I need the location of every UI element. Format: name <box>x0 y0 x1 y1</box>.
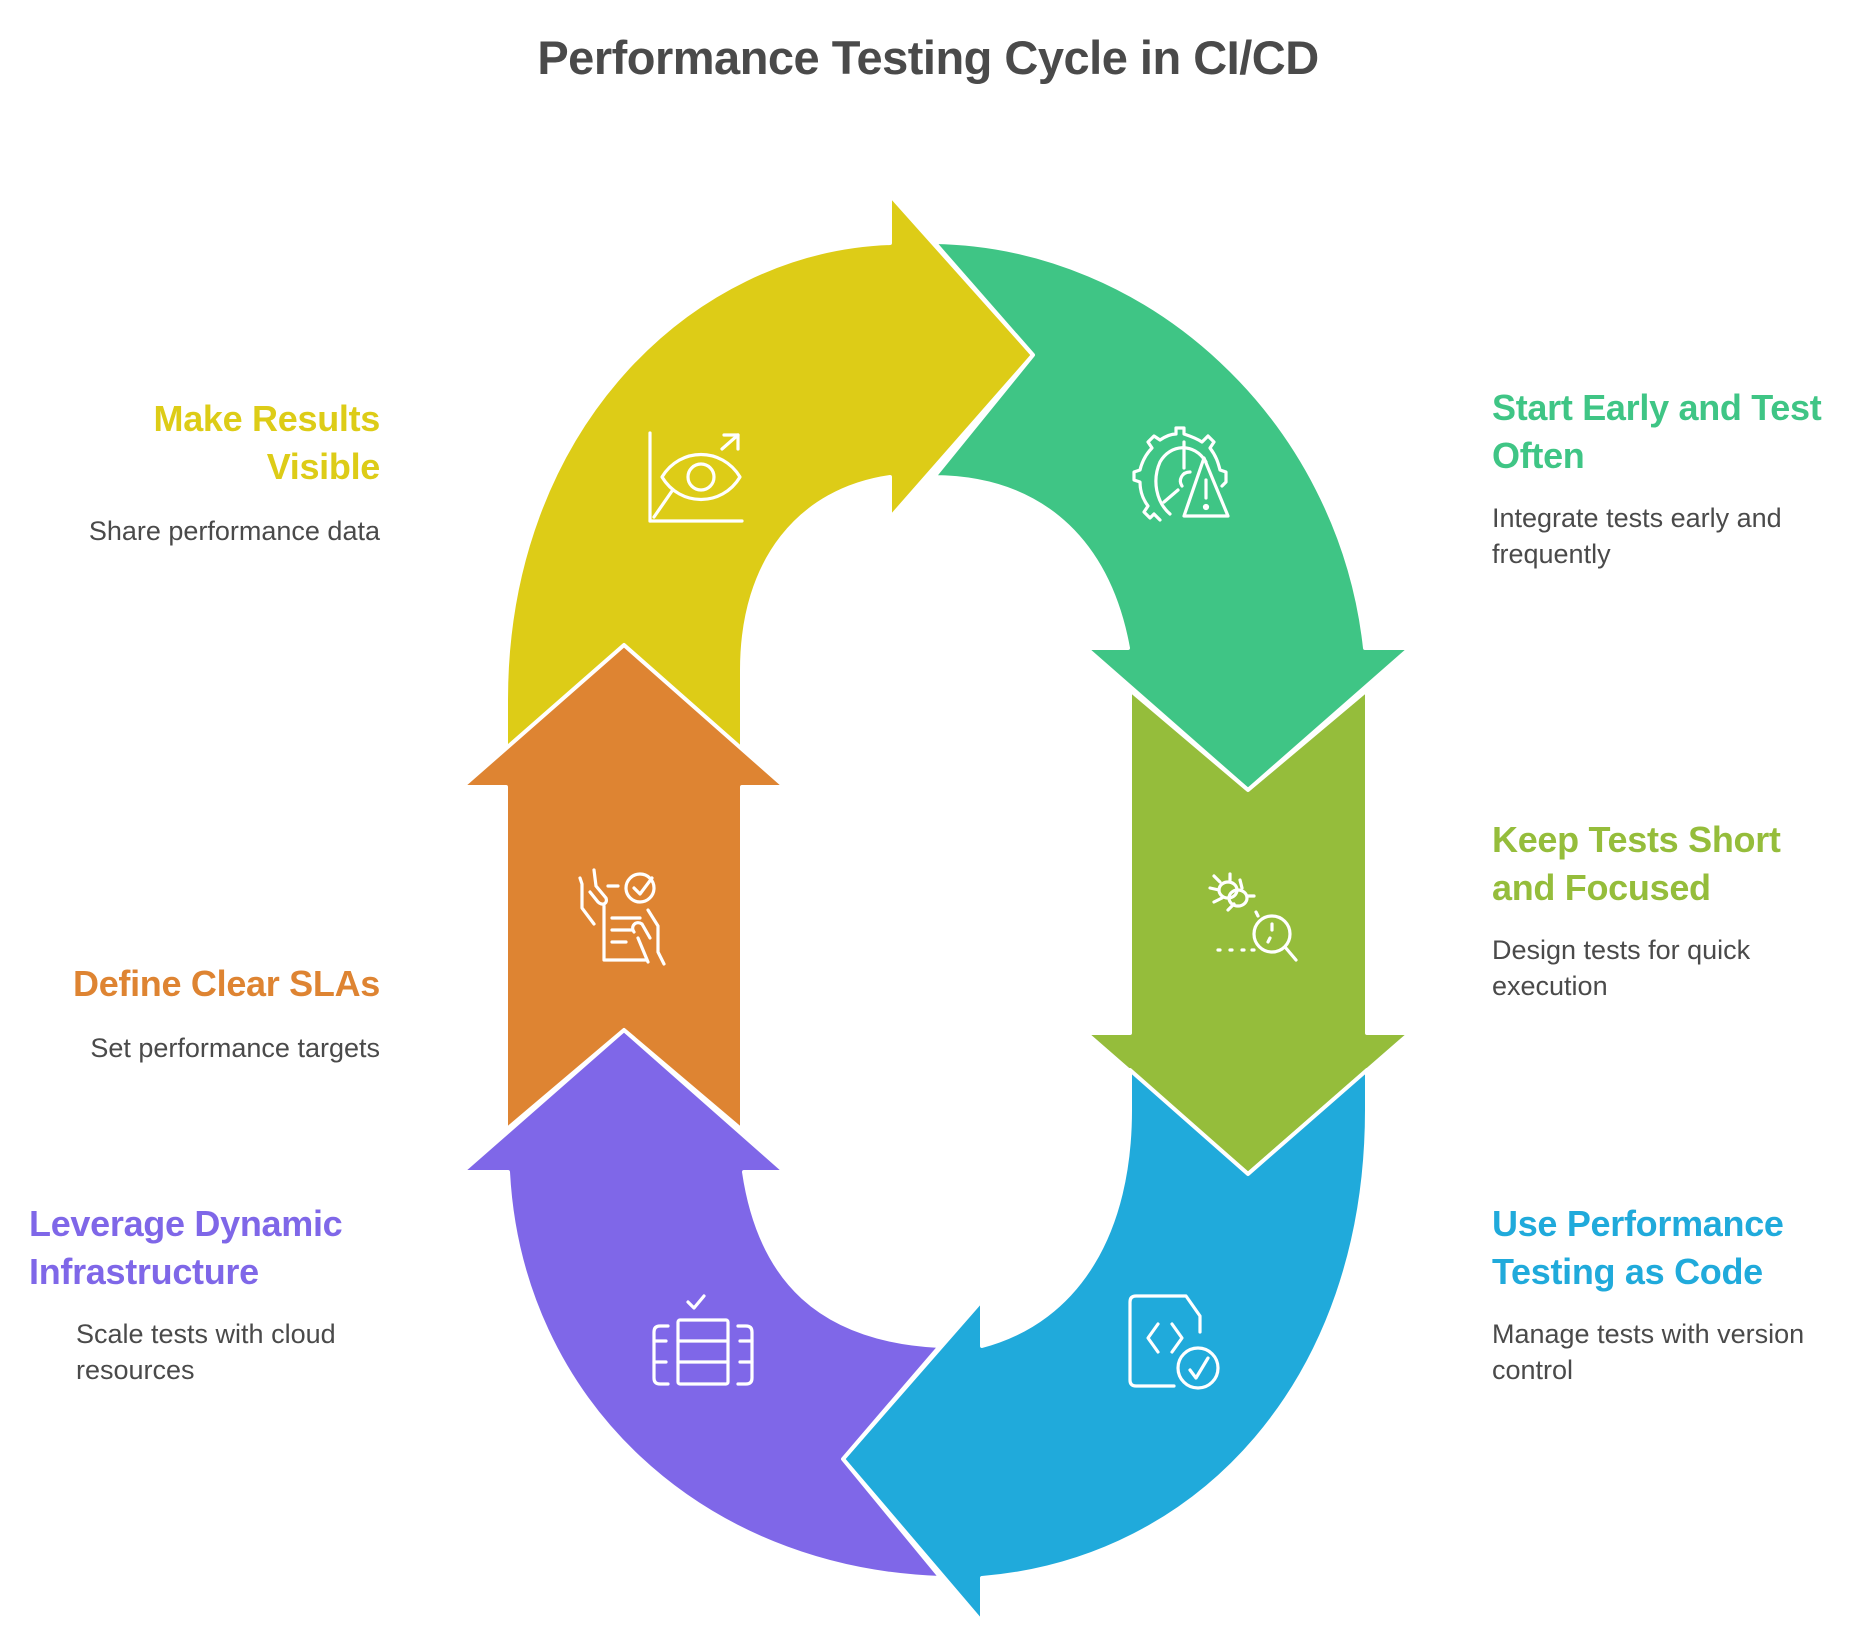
step-title-line: Often <box>1492 435 1585 476</box>
eye-chart-icon <box>648 431 744 523</box>
document-hands-check-icon <box>578 868 666 966</box>
segment-results-visible <box>504 193 1035 802</box>
server-check-icon <box>652 1294 754 1386</box>
step-title-line: Define Clear SLAs <box>73 963 380 1004</box>
step-title-line: Keep Tests Short <box>1492 819 1781 860</box>
step-description: Set performance targets <box>0 1030 380 1066</box>
step-description: Integrate tests early and frequently <box>1492 500 1856 572</box>
step-title-line: Testing as Code <box>1492 1251 1763 1292</box>
step-description-line: Design tests for quick <box>1492 935 1751 965</box>
step-title-line: Leverage Dynamic <box>29 1203 343 1244</box>
step-title-line: Visible <box>266 446 381 487</box>
step-description: Manage tests with version control <box>1492 1316 1856 1388</box>
segment-keep-short <box>1084 688 1412 1176</box>
segment-dynamic-infra <box>460 1028 943 1580</box>
bug-search-icon <box>1208 872 1298 962</box>
step-description: Design tests for quick execution <box>1492 932 1856 1004</box>
step-description-line: Set performance targets <box>90 1033 380 1063</box>
step-title: Define Clear SLAs <box>0 960 380 1008</box>
step-description: Share performance data <box>0 513 380 549</box>
step-title-line: Make Results <box>153 398 381 439</box>
gear-warning-icon <box>1132 426 1230 522</box>
segment-define-slas <box>460 643 787 1132</box>
step-description-line: Integrate tests early and <box>1492 503 1782 533</box>
step-title-line: and Focused <box>1492 867 1711 908</box>
step-title: Keep Tests Short and Focused <box>1492 816 1856 912</box>
step-description-line: Scale tests with cloud <box>76 1319 336 1349</box>
code-file-check-icon <box>1128 1294 1220 1390</box>
step-description-line: Manage tests with version <box>1492 1319 1805 1349</box>
step-description-line: execution <box>1492 971 1608 1001</box>
step-title-line: Use Performance <box>1492 1203 1784 1244</box>
step-description-line: resources <box>76 1355 195 1385</box>
step-description-line: control <box>1492 1355 1574 1385</box>
step-define-slas: Define Clear SLAs Set performance target… <box>0 960 380 1066</box>
segment-start-early <box>932 240 1412 792</box>
step-title-line: Start Early and Test <box>1492 387 1822 428</box>
diagram-title: Performance Testing Cycle in CI/CD <box>537 31 1319 84</box>
step-description-line: Share performance data <box>88 516 380 546</box>
step-keep-short: Keep Tests Short and Focused Design tests… <box>1492 816 1856 1004</box>
step-description-line: frequently <box>1492 539 1611 569</box>
step-description: Scale tests with cloud resources <box>29 1316 409 1388</box>
step-title-line: Infrastructure <box>29 1251 259 1292</box>
segment-perf-as-code <box>841 1068 1369 1624</box>
